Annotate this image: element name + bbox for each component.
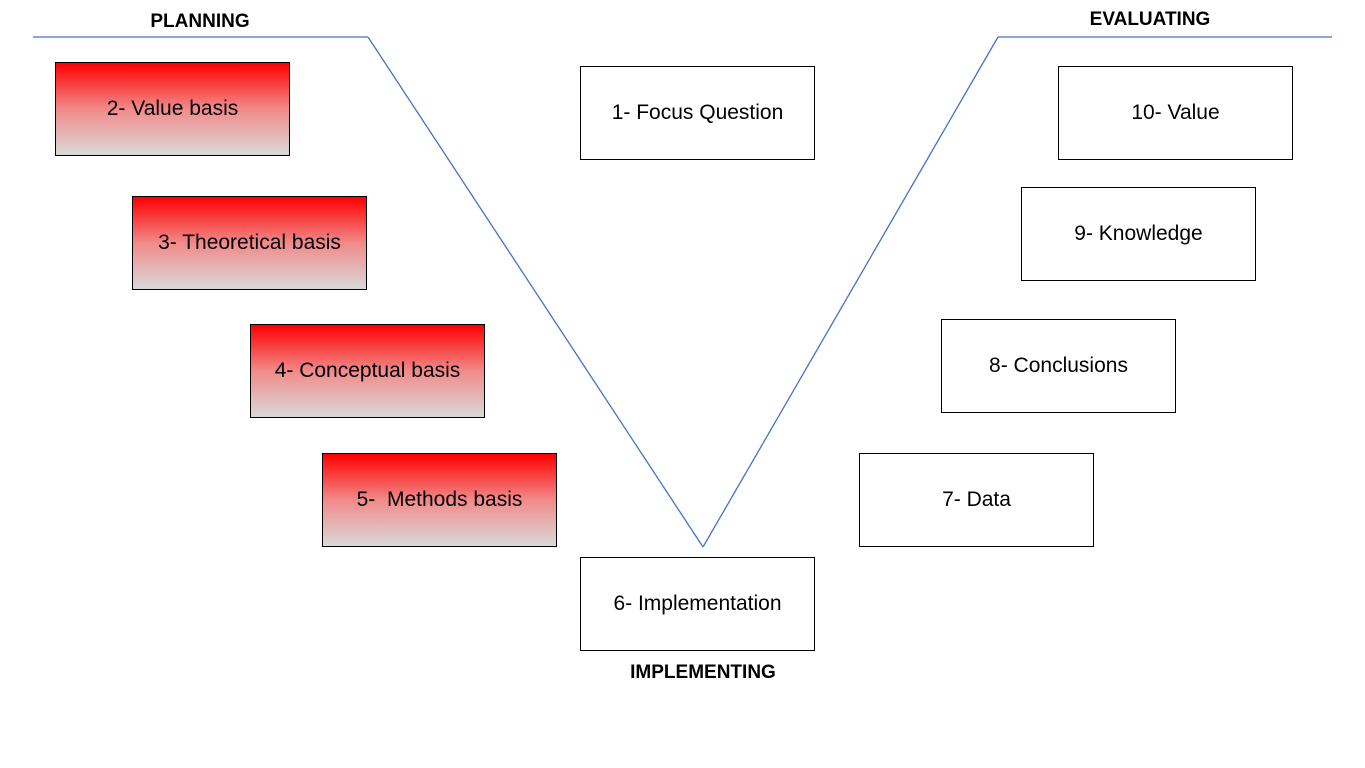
theoretical-basis-box: 3- Theoretical basis <box>132 196 367 290</box>
methods-basis-box: 5- Methods basis <box>322 453 557 547</box>
knowledge-box: 9- Knowledge <box>1021 187 1256 281</box>
planning-heading: PLANNING <box>150 11 250 32</box>
data-box: 7- Data <box>859 453 1094 547</box>
vee-right-arm <box>702 36 999 548</box>
evaluating-heading: EVALUATING <box>1089 9 1211 30</box>
value-basis-box: 2- Value basis <box>55 62 290 156</box>
vee-left-arm <box>367 36 704 548</box>
value-box: 10- Value <box>1058 66 1293 160</box>
conclusions-box: 8- Conclusions <box>941 319 1176 413</box>
implementation-box: 6- Implementation <box>580 557 815 651</box>
focus-question-box: 1- Focus Question <box>580 66 815 160</box>
conceptual-basis-box: 4- Conceptual basis <box>250 324 485 418</box>
implementing-heading: IMPLEMENTING <box>630 662 776 683</box>
